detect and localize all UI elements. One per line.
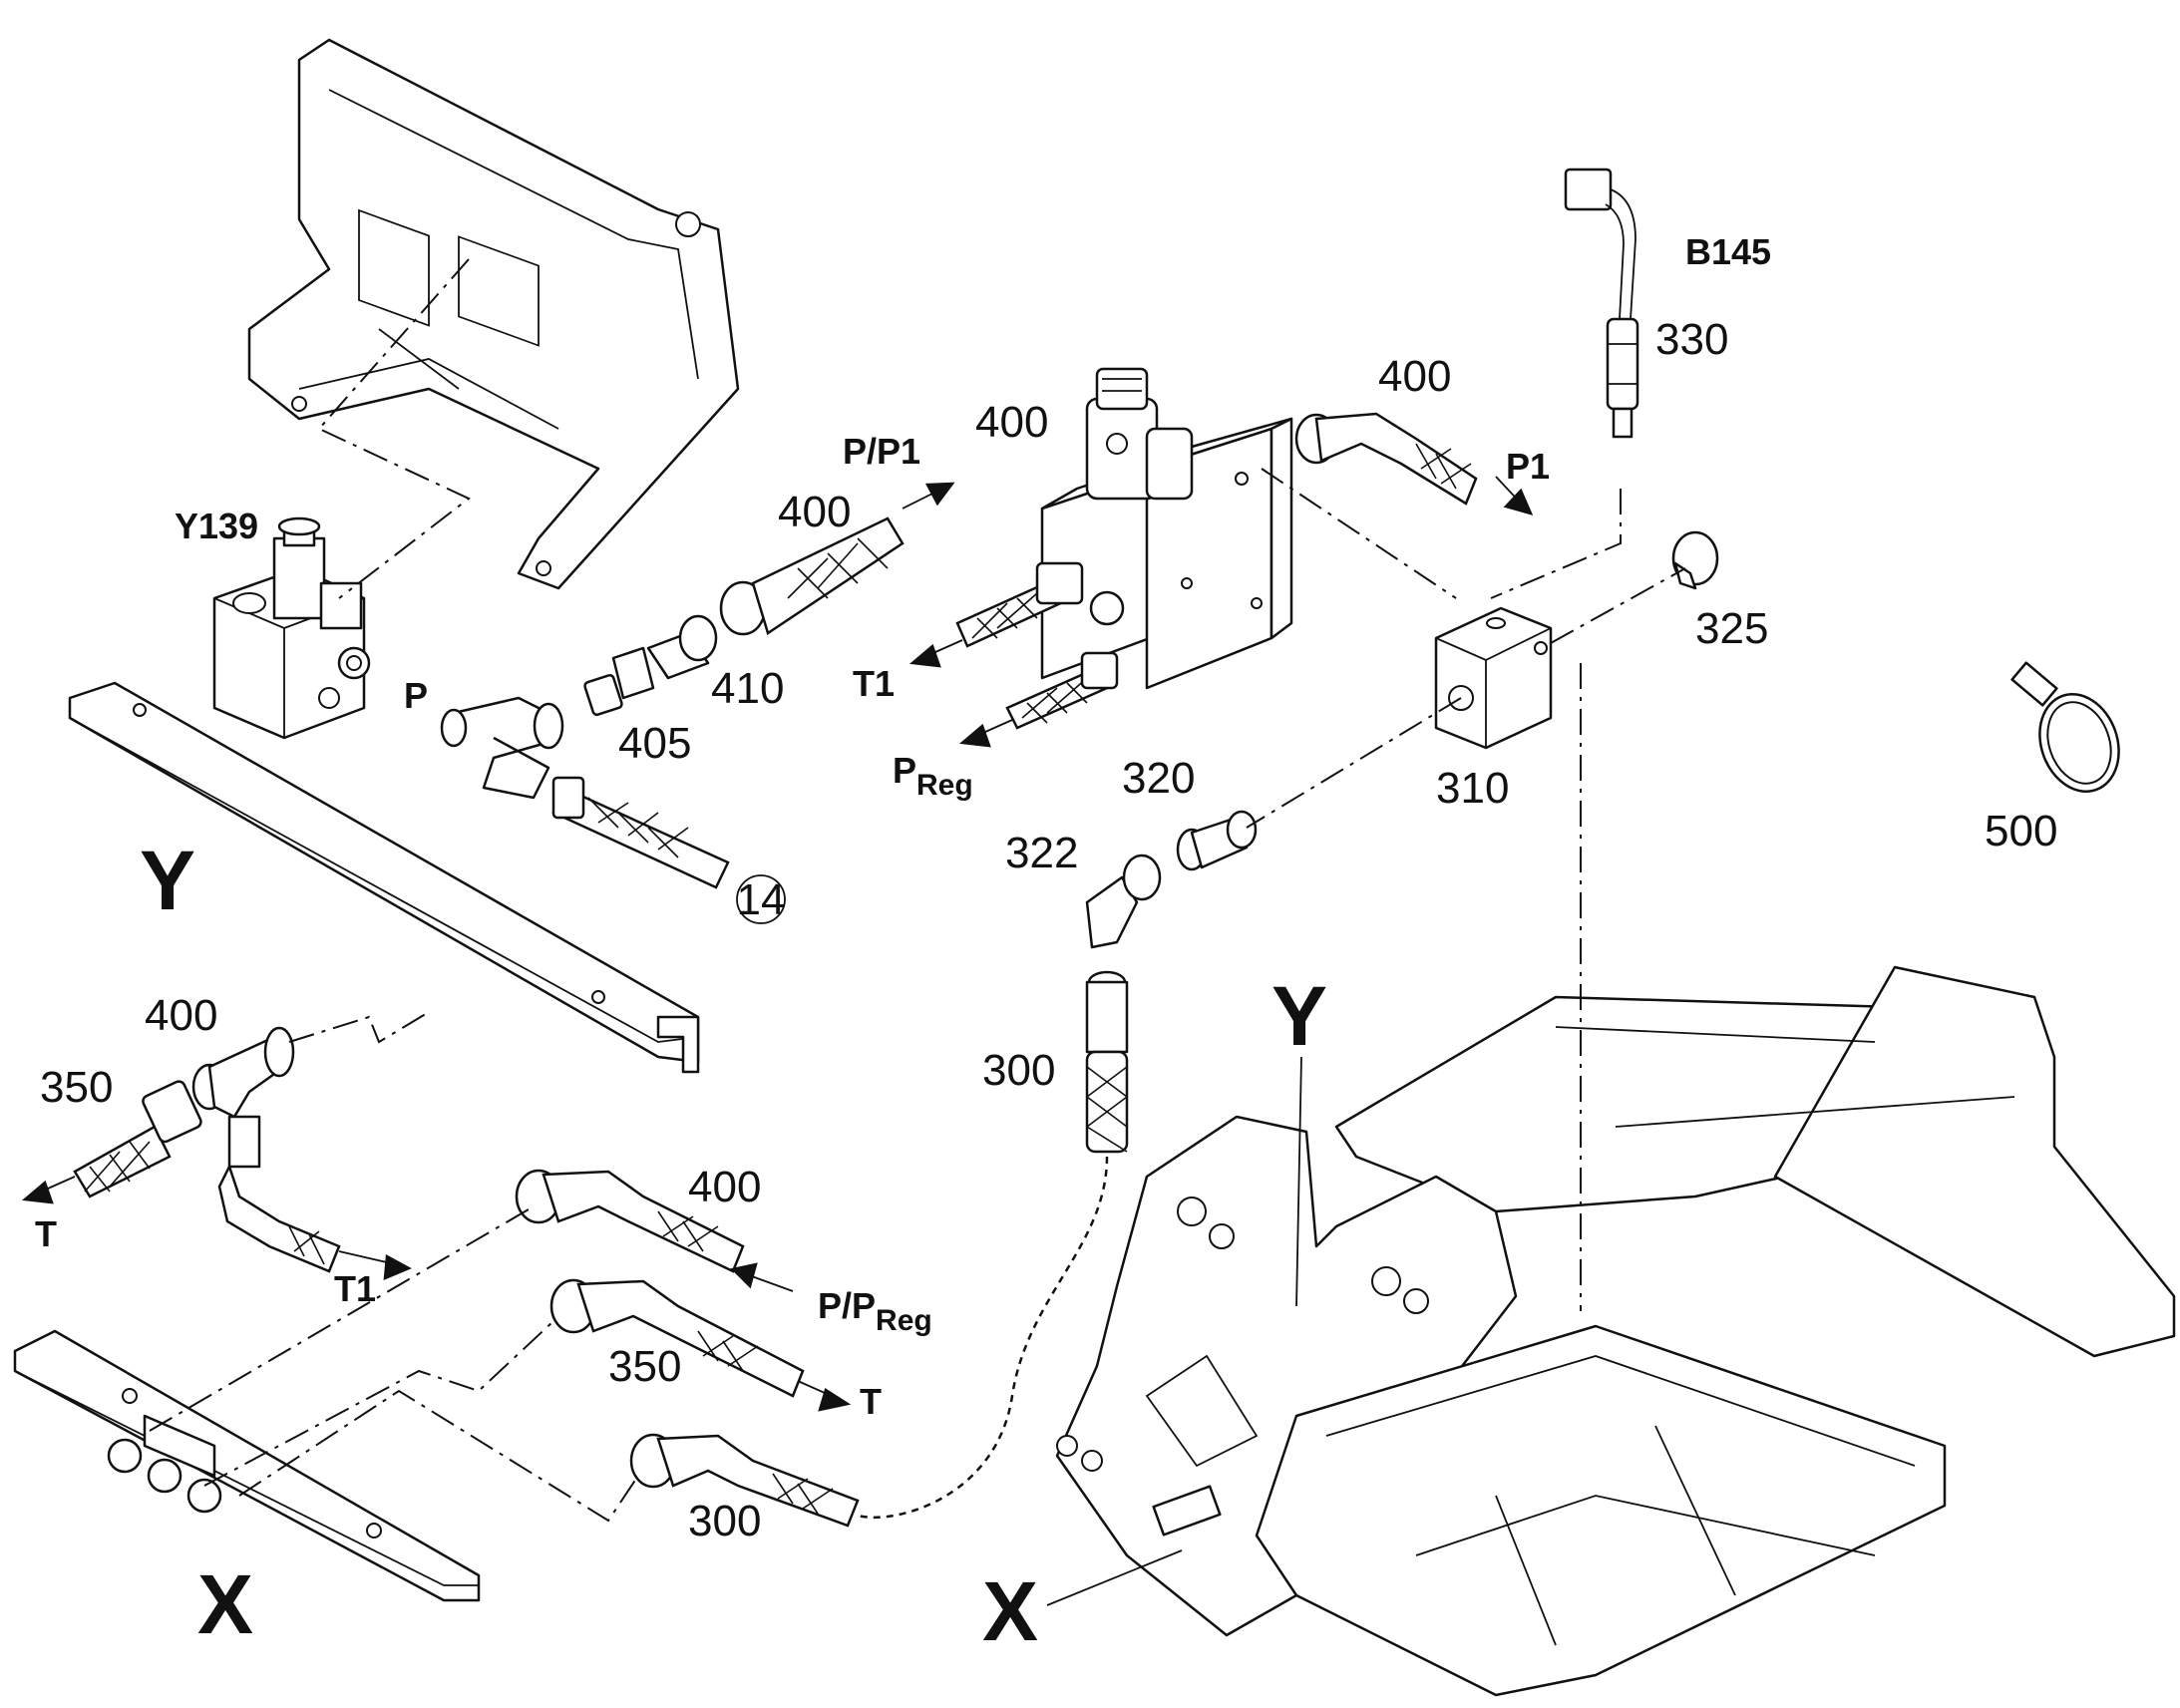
hose-300-vertical (1085, 970, 1129, 1154)
fitting-410 (646, 614, 718, 680)
label-405: 405 (618, 719, 691, 768)
tee-fitting-y (440, 696, 786, 924)
hose-300-x (629, 1433, 860, 1528)
fitting-320 (1176, 810, 1258, 871)
plug-325 (1671, 530, 1719, 590)
label-y139: Y139 (175, 506, 258, 546)
label-400-hose-right: 400 (1378, 352, 1451, 401)
leader-y-right (1295, 1056, 1302, 1307)
hose-400-pp1 (719, 516, 905, 636)
hose-350-x (549, 1278, 805, 1398)
main-valve-block (955, 367, 1293, 730)
label-circle-14: 14 (737, 875, 786, 924)
dotted-hose-route (857, 1156, 1109, 1520)
y-view-rail (68, 681, 700, 1074)
cable-tie-500 (2010, 661, 2120, 793)
label-400-tee: 400 (145, 991, 217, 1040)
tee-connector-400 (191, 1026, 341, 1273)
hose-350-left (73, 1080, 202, 1198)
labels: Y139 B145 330 P P/P1 400 400 400 P1 410 … (35, 231, 2057, 1658)
label-320: 320 (1122, 754, 1195, 803)
label-p-reg-main: P (893, 750, 916, 791)
label-t-left: T (35, 1213, 57, 1254)
label-view-y-left: Y (140, 834, 195, 927)
reference-circle-14 (736, 874, 786, 924)
label-400-hose-top: 400 (778, 488, 851, 536)
label-t-bottom: T (860, 1381, 882, 1422)
mounting-bracket (247, 38, 740, 590)
flow-arrows (21, 476, 1534, 1412)
label-350-left: 350 (40, 1063, 113, 1112)
x-view-rail (13, 1329, 481, 1602)
leader-x-right (1046, 1549, 1183, 1606)
label-400-valve: 400 (975, 398, 1048, 447)
label-p-p-reg-sub: Reg (876, 1304, 932, 1337)
label-p1: P1 (1506, 446, 1550, 487)
assembly-lines (149, 258, 1686, 1523)
label-310: 310 (1436, 764, 1509, 813)
label-b145: B145 (1685, 231, 1771, 272)
label-325: 325 (1695, 604, 1768, 653)
label-t1-bottom: T1 (334, 1268, 376, 1309)
label-p-p1: P/P1 (843, 431, 920, 472)
label-view-x-left: X (197, 1557, 253, 1651)
hose-400-p1 (1294, 412, 1478, 506)
label-350-bottom: 350 (608, 1342, 681, 1391)
label-p: P (404, 675, 428, 716)
label-330: 330 (1655, 315, 1728, 364)
label-view-x-right: X (982, 1564, 1038, 1658)
label-500: 500 (1985, 807, 2057, 855)
label-322: 322 (1005, 829, 1078, 877)
label-p-p-reg: P/PReg (818, 1285, 932, 1337)
label-p-reg-sub: Reg (916, 769, 973, 802)
label-view-y-right: Y (1272, 969, 1327, 1063)
machine-frame (1055, 965, 2176, 1697)
label-300-vertical: 300 (982, 1046, 1055, 1095)
elbow-322 (1085, 854, 1162, 949)
label-400-hose-x: 400 (688, 1163, 761, 1211)
block-310 (1434, 606, 1553, 750)
label-t1-top: T1 (853, 663, 895, 704)
label-p-reg: PReg (893, 750, 973, 802)
label-p-p-reg-main: P/P (818, 1285, 876, 1326)
fitting-405 (583, 646, 655, 717)
sensor-b145 (1564, 168, 1639, 439)
valve-block-y139 (212, 516, 371, 740)
label-410: 410 (711, 664, 784, 713)
label-300-bottom: 300 (688, 1497, 761, 1545)
